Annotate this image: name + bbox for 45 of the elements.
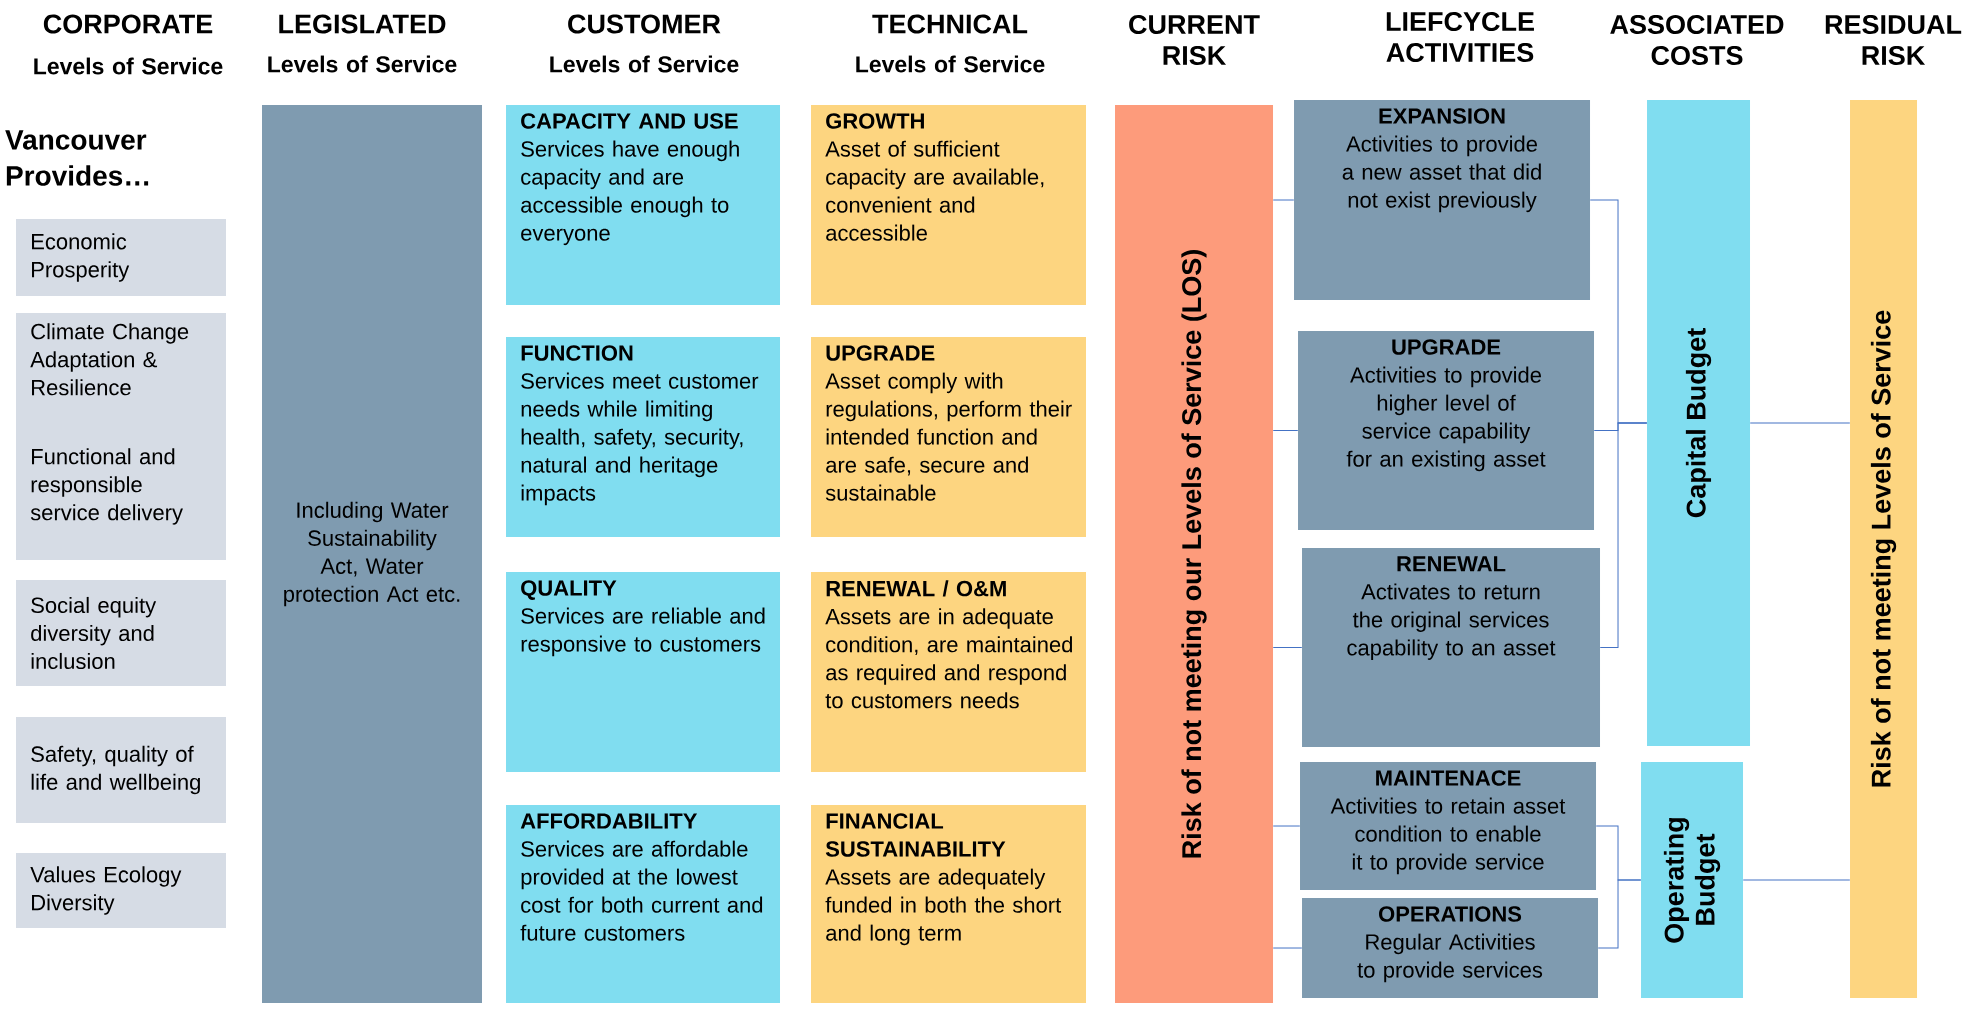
service-box: FINANCIAL SUSTAINABILITY Assets are adequately funded in both the short and long term — [811, 805, 1086, 1003]
connector — [1749, 422, 1851, 424]
connector — [1597, 879, 1642, 949]
service-box: CAPACITY AND USE Services have enough capacity and are accessible enough to everyone — [506, 105, 780, 305]
column-subheading: Levels of Service — [268, 55, 457, 73]
column-heading: TECHNICAL — [872, 14, 1028, 34]
legislation-column: Including Water Sustainability Act, Water protection Act etc. — [262, 105, 482, 1003]
activity-box: MAINTENACE Activities to retain asset condition to enable it to provide service — [1300, 762, 1596, 890]
column-heading: CUSTOMER — [568, 14, 721, 34]
service-box: UPGRADE Asset comply with regulations, perform their intended function and are safe, secure and sustainable — [811, 337, 1086, 537]
connector — [1272, 947, 1303, 949]
service-box: QUALITY Services are reliable and responsive to customers — [506, 572, 780, 772]
connector — [1599, 422, 1648, 648]
connector — [1272, 430, 1299, 431]
connector — [1272, 199, 1295, 201]
service-box: FUNCTION Services meet customer needs while limiting health, safety, security, natural and heritage impacts — [506, 337, 780, 537]
connector — [1742, 879, 1851, 881]
activity-box: EXPANSION Activities to provide a new asset that did not exist previously — [1294, 100, 1590, 300]
column-heading: LEGISLATED — [279, 14, 446, 34]
column-subheading: Levels of Service — [550, 55, 739, 73]
goal-box: Economic Prosperity — [16, 219, 226, 296]
connector — [1272, 825, 1301, 827]
activity-box: OPERATIONS Regular Activities to provide services — [1302, 898, 1598, 998]
column-heading: LIEFCYCLE ACTIVITIES — [1386, 11, 1534, 63]
budget-column: Capital Budget — [1647, 100, 1750, 746]
service-box: RENEWAL / O&M Assets are in adequate condition, are maintained as required and respond to customers needs — [811, 572, 1086, 772]
column-heading: ASSOCIATED COSTS — [1610, 14, 1784, 66]
column-subheading: Levels of Service — [856, 55, 1045, 73]
budget-column: Operating Budget — [1641, 762, 1743, 998]
column-heading: CORPORATE — [43, 14, 213, 34]
column-subheading: Levels of Service — [34, 57, 223, 75]
activity-box: RENEWAL Activates to return the original services capability to an asset — [1302, 548, 1600, 747]
service-box: AFFORDABILITY Services are affordable provided at the lowest cost for both current and future customers — [506, 805, 780, 1003]
risk-column: Risk of not meeting our Levels of Service (LOS) — [1115, 105, 1273, 1003]
goal-box: Safety, quality of life and wellbeing — [16, 717, 226, 823]
service-box: GROWTH Asset of sufficient capacity are available, convenient and accessible — [811, 105, 1086, 305]
goal-box: Climate Change Adaptation & Resilience Functional and responsible service delivery — [16, 313, 226, 560]
risk-column: Risk of not meeting Levels of Service — [1850, 100, 1917, 998]
column-heading: CURRENT RISK — [1129, 14, 1260, 66]
goal-box: Social equity diversity and inclusion — [16, 580, 226, 686]
section-heading: Vancouver Provides… — [5, 130, 149, 186]
connector — [1272, 647, 1303, 648]
column-heading: RESIDUAL RISK — [1825, 14, 1962, 66]
goal-box: Values Ecology Diversity — [16, 853, 226, 928]
activity-box: UPGRADE Activities to provide higher level of service capability for an existing asset — [1298, 331, 1594, 530]
